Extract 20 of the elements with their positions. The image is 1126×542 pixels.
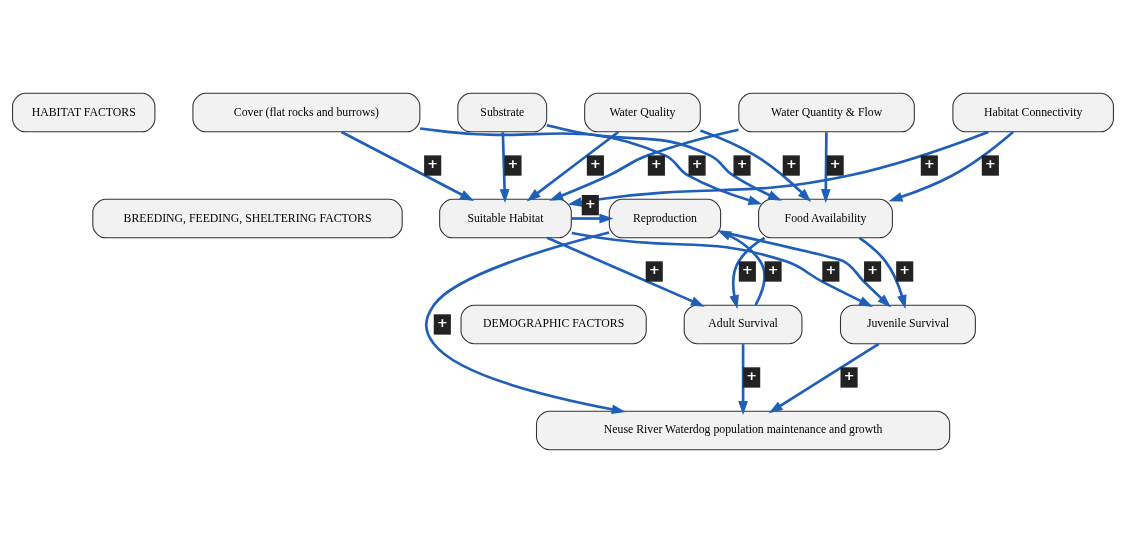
edge-label: + — [767, 261, 779, 277]
edge-label: + — [736, 155, 748, 171]
edge-label: + — [691, 155, 703, 171]
edge-label: + — [899, 261, 911, 277]
edge-label: + — [427, 155, 439, 171]
edge-label: + — [742, 261, 753, 277]
edge-label: + — [584, 195, 596, 211]
edge-label: + — [843, 367, 855, 383]
edge-label: + — [436, 314, 448, 330]
edge-label: + — [923, 155, 935, 171]
edge-label: + — [507, 155, 519, 171]
edge-label: + — [825, 261, 837, 277]
edge-label: + — [785, 155, 797, 171]
edge-label: + — [829, 155, 841, 171]
edge-label: + — [648, 261, 660, 277]
edge-label: + — [590, 155, 601, 171]
edge-label: + — [651, 155, 662, 171]
edge-label: + — [985, 155, 996, 171]
edge-label: + — [867, 261, 879, 277]
edge-label: + — [746, 367, 758, 383]
